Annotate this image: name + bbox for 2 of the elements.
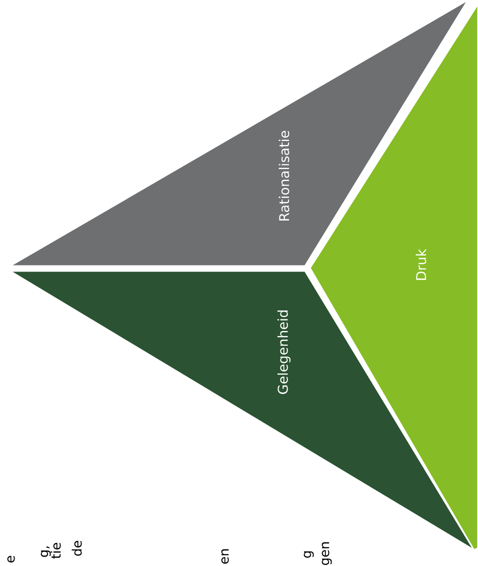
- text-fragment: e: [7, 556, 15, 562]
- text-fragment: g: [304, 551, 314, 558]
